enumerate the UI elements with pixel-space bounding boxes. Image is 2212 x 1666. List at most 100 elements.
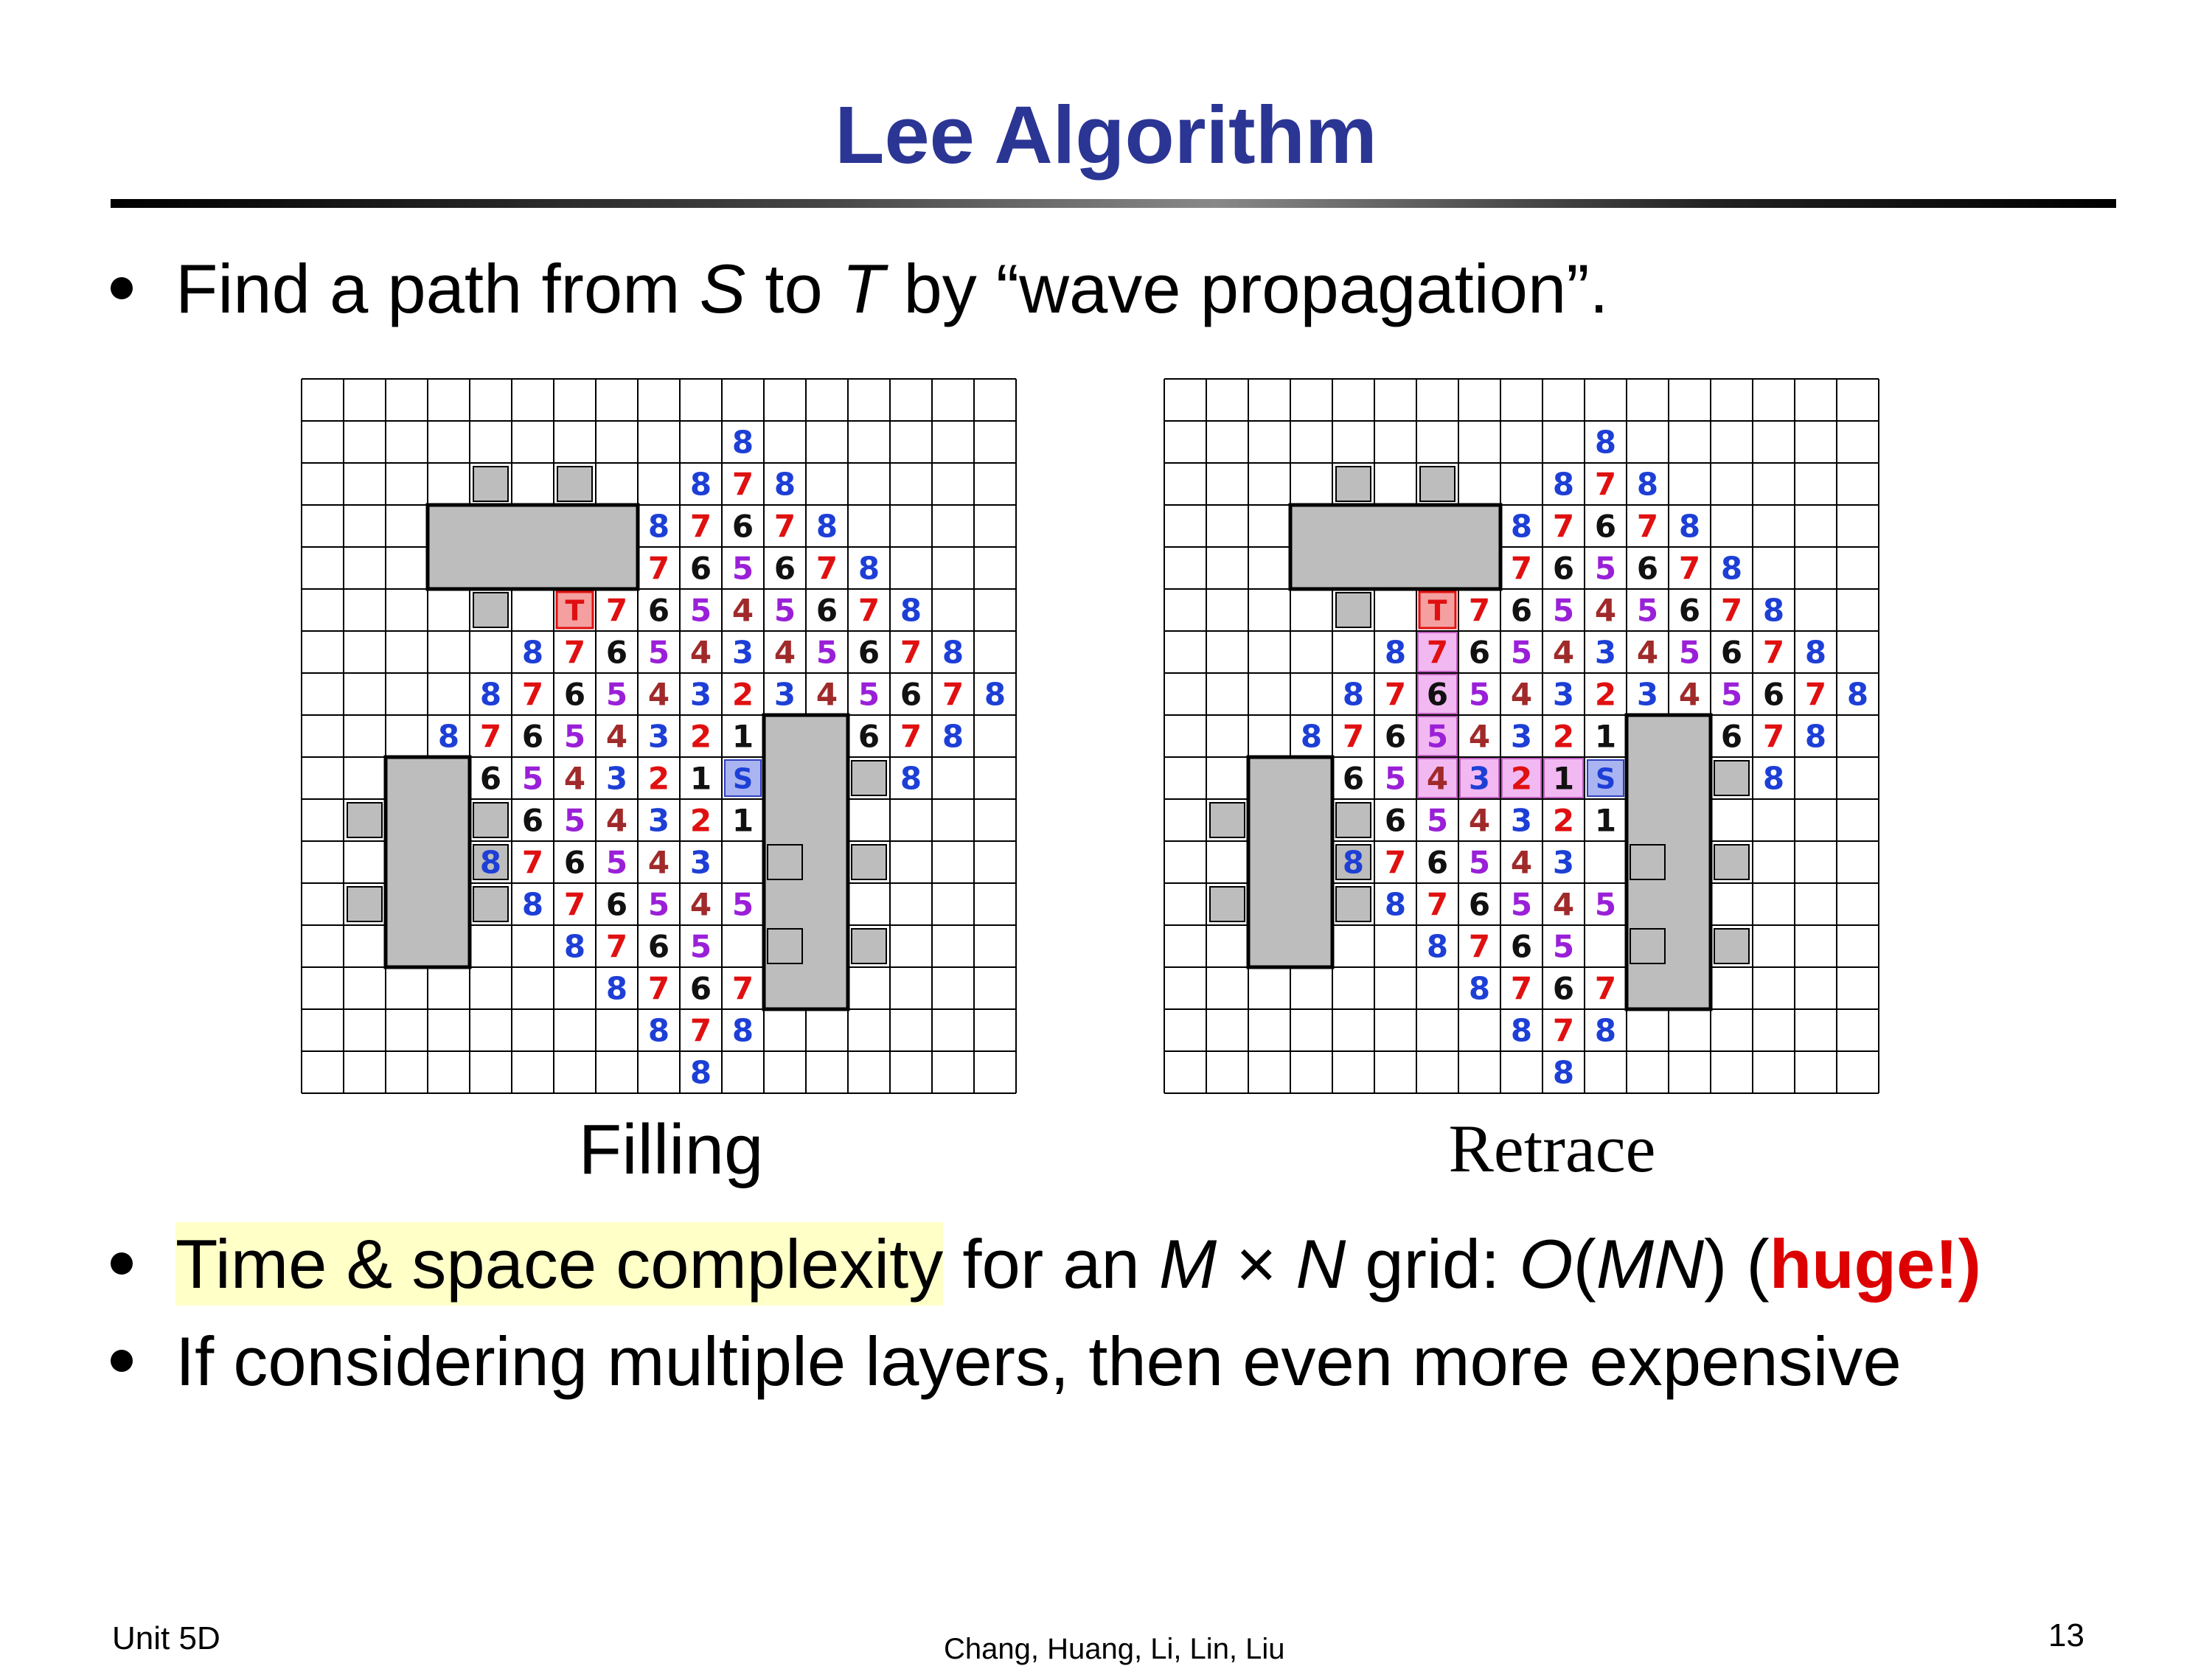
- wave-label: 4: [606, 803, 627, 839]
- wave-label: 5: [1595, 551, 1616, 587]
- wave-label: 7: [522, 677, 543, 713]
- wave-label: 1: [732, 803, 754, 839]
- wave-label: 7: [690, 509, 712, 545]
- wave-label: 8: [1805, 719, 1826, 755]
- wave-label: 3: [1553, 677, 1574, 713]
- wave-label: 3: [606, 761, 627, 797]
- wave-label: 5: [1721, 677, 1742, 713]
- wave-label: 6: [1679, 593, 1700, 629]
- wave-label: 5: [1553, 929, 1574, 965]
- obstacle-pin: [851, 760, 887, 796]
- bullet-dot: [111, 1252, 133, 1275]
- bullet-wave-propagation: Find a path from S to T by “wave propaga…: [111, 254, 1609, 324]
- wave-label: 5: [648, 635, 669, 671]
- wave-label: 8: [1343, 677, 1364, 713]
- wave-label: 8: [1511, 509, 1532, 545]
- wave-label: 3: [690, 845, 712, 881]
- wave-label: 4: [1553, 635, 1574, 671]
- retrace-path-cell: [1417, 716, 1458, 756]
- obstacle-pin: [851, 928, 887, 964]
- wave-label: 7: [1595, 971, 1616, 1007]
- obstacle-pin: [1419, 466, 1455, 502]
- wave-label: 5: [1469, 845, 1490, 881]
- wave-label: 6: [606, 887, 627, 923]
- obstacle-pin: [1630, 844, 1666, 880]
- wave-label: 8: [1595, 1013, 1616, 1049]
- wave-label: 8: [900, 761, 922, 797]
- wave-label: 8: [1301, 719, 1322, 755]
- wave-label: 5: [774, 593, 796, 629]
- retrace-path-cell: [1459, 758, 1500, 798]
- obstacle-pin: [1630, 928, 1666, 964]
- wave-label: 6: [690, 971, 712, 1007]
- wave-label: 6: [816, 593, 838, 629]
- wave-label: 8: [1721, 551, 1742, 587]
- wave-label: 6: [1469, 635, 1490, 671]
- wave-label: 7: [564, 887, 585, 923]
- wave-label: 3: [732, 635, 754, 671]
- wave-label: 8: [1805, 635, 1826, 671]
- wave-label: 7: [480, 719, 501, 755]
- wave-label: 3: [774, 677, 796, 713]
- wave-label: 5: [606, 677, 627, 713]
- obstacle-pin: [347, 886, 383, 922]
- bullet-complexity: Time & space complexity for an M × N gri…: [111, 1222, 1981, 1306]
- wave-label: 3: [1637, 677, 1658, 713]
- wave-label: 4: [690, 887, 712, 923]
- wave-label: 8: [480, 845, 501, 881]
- wave-label: 7: [1637, 509, 1658, 545]
- wave-label: 6: [1553, 971, 1574, 1007]
- wave-label: 4: [1511, 677, 1532, 713]
- wave-label: 5: [1679, 635, 1700, 671]
- wave-label: 5: [648, 887, 669, 923]
- obstacle-block: [1288, 503, 1503, 591]
- wave-label: 8: [1343, 845, 1364, 881]
- wave-label: 7: [564, 635, 585, 671]
- wave-label: 6: [1721, 719, 1742, 755]
- wave-label: 7: [1679, 551, 1700, 587]
- wave-label: 4: [1595, 593, 1616, 629]
- wave-label: 6: [1385, 803, 1406, 839]
- obstacle-pin: [557, 466, 593, 502]
- caption-retrace: Retrace: [1448, 1111, 1656, 1186]
- wave-label: 6: [1553, 551, 1574, 587]
- wave-label: 7: [1721, 593, 1742, 629]
- wave-label: 7: [1427, 887, 1448, 923]
- wave-label: 7: [1553, 1013, 1574, 1049]
- wave-label: 2: [1511, 761, 1532, 797]
- obstacle-pin: [1335, 466, 1371, 502]
- wave-label: 4: [732, 593, 754, 629]
- wave-label: 2: [1595, 677, 1616, 713]
- wave-label: 6: [1427, 845, 1448, 881]
- source-cell: [1587, 759, 1624, 797]
- retrace-path-cell: [1543, 758, 1584, 798]
- wave-label: 8: [690, 467, 712, 503]
- wave-label: 7: [1469, 929, 1490, 965]
- wave-label: 3: [1469, 761, 1490, 797]
- wave-label: 4: [564, 761, 585, 797]
- footer-page-number: 13: [2048, 1617, 2084, 1653]
- wave-label: 8: [1847, 677, 1868, 713]
- retrace-path-cell: [1501, 758, 1542, 798]
- wave-label: 6: [564, 845, 585, 881]
- wave-label: 6: [1721, 635, 1742, 671]
- wave-label: 6: [648, 593, 669, 629]
- wave-label: 5: [564, 803, 585, 839]
- wave-label: 7: [648, 551, 669, 587]
- wave-label: 4: [648, 677, 669, 713]
- obstacle-pin: [767, 928, 803, 964]
- wave-label: 7: [1469, 593, 1490, 629]
- wave-label: 8: [816, 509, 838, 545]
- retrace-path-cell: [1417, 674, 1458, 714]
- wave-label: 8: [858, 551, 880, 587]
- target-label: T: [566, 595, 585, 627]
- wave-label: 8: [1427, 929, 1448, 965]
- wave-label: 7: [1511, 971, 1532, 1007]
- wave-label: 8: [732, 1013, 754, 1049]
- wave-label: 8: [1763, 761, 1784, 797]
- wave-label: 8: [1763, 593, 1784, 629]
- wave-label: 7: [1553, 509, 1574, 545]
- wave-label: 5: [732, 551, 754, 587]
- wave-label: 2: [1553, 803, 1574, 839]
- wave-label: 8: [1385, 887, 1406, 923]
